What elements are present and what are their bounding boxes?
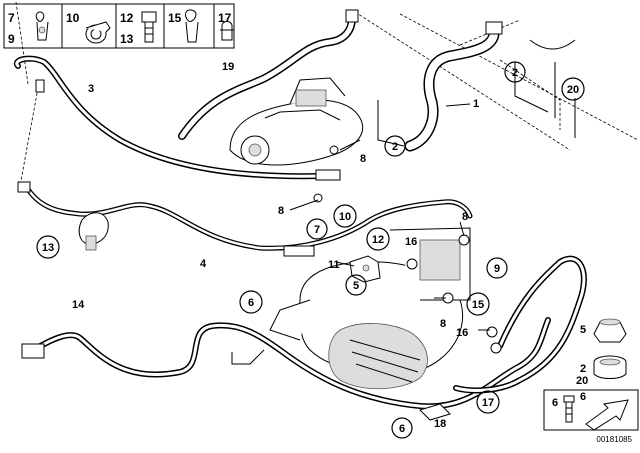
callout-label: 16 bbox=[456, 327, 468, 339]
clamp-ring-icon bbox=[593, 355, 627, 379]
pressure-switch bbox=[78, 212, 109, 251]
callout-label: 10 bbox=[339, 211, 351, 223]
callout-circle bbox=[345, 274, 367, 296]
callout-label: 20 bbox=[567, 84, 579, 96]
clip-icon bbox=[35, 11, 49, 41]
callout-label: 8 bbox=[278, 205, 284, 217]
callout-label: 5 bbox=[353, 280, 359, 292]
legend-frame bbox=[3, 3, 235, 49]
callout-circle bbox=[486, 257, 508, 279]
callout-circle bbox=[384, 135, 406, 157]
callout-label: 2 bbox=[512, 67, 518, 79]
callout-circle bbox=[466, 292, 490, 316]
legend-label-bottom: 9 bbox=[8, 32, 15, 46]
callout-circle bbox=[561, 77, 585, 101]
callout-circle bbox=[333, 204, 357, 228]
circled-callouts: 2 20 2 7 10 12 13 9 5 15 6 17 6 bbox=[36, 61, 585, 439]
screw-panel-frame bbox=[543, 389, 639, 431]
screw-icon bbox=[563, 395, 575, 423]
callout-label: 6 bbox=[248, 297, 254, 309]
callout-label: 19 bbox=[222, 61, 234, 73]
clip-icon bbox=[185, 9, 199, 43]
callout-label: 11 bbox=[328, 259, 340, 271]
legend-label-top: 12 bbox=[120, 11, 134, 25]
callout-label: 15 bbox=[472, 299, 484, 311]
callout-label: 6 bbox=[580, 391, 586, 403]
callout-label: 2 bbox=[580, 363, 586, 375]
arrow-icon bbox=[585, 399, 629, 431]
screw-label: 6 bbox=[552, 397, 558, 409]
callout-label: 5 bbox=[580, 324, 586, 336]
legend-label-top: 10 bbox=[66, 11, 80, 25]
callout-label: 12 bbox=[372, 234, 384, 246]
callout-label: 1 bbox=[473, 98, 479, 110]
callout-label: 14 bbox=[72, 299, 85, 311]
callout-label: 2 bbox=[392, 141, 398, 153]
hose-fitting bbox=[345, 9, 359, 23]
side-panel-parts bbox=[593, 318, 627, 379]
callout-label: 13 bbox=[42, 242, 54, 254]
leader-lines bbox=[289, 100, 490, 331]
callout-label: 6 bbox=[399, 423, 405, 435]
clamp-icon bbox=[220, 21, 234, 41]
legend-label-top: 15 bbox=[168, 11, 182, 25]
screw-panel: 6 bbox=[543, 389, 639, 431]
callout-label: 8 bbox=[440, 318, 446, 330]
callout-circle bbox=[504, 61, 526, 83]
legend-label-bottom: 13 bbox=[120, 32, 134, 46]
callout-circle bbox=[391, 417, 413, 439]
nut-icon bbox=[593, 318, 627, 343]
legend-strip: 7 9 10 12 13 15 17 bbox=[3, 3, 235, 49]
callout-label: 9 bbox=[494, 263, 500, 275]
hoses bbox=[13, 9, 587, 410]
callout-label: 17 bbox=[482, 397, 494, 409]
callout-label: 7 bbox=[314, 224, 320, 236]
callout-label: 16 bbox=[405, 236, 417, 248]
callout-circle bbox=[36, 235, 60, 259]
callout-circle bbox=[366, 227, 390, 251]
line-fitting bbox=[315, 169, 341, 181]
document-number: 00181085 bbox=[596, 435, 632, 444]
hose-clamp-icon bbox=[85, 21, 111, 44]
legend-label-top: 7 bbox=[8, 11, 15, 25]
callout-circle bbox=[476, 390, 500, 414]
callout-label: 18 bbox=[434, 418, 446, 430]
callout-circle bbox=[239, 290, 263, 314]
callout-label: 20 bbox=[576, 375, 588, 387]
return-line bbox=[453, 255, 587, 394]
callout-label: 8 bbox=[360, 153, 366, 165]
bolt-icon bbox=[141, 11, 157, 43]
callout-label: 4 bbox=[200, 258, 207, 270]
steering-gear bbox=[269, 227, 471, 390]
plain-callouts: 19 3 8 8 11 4 14 8 16 16 18 6 1 5 2 20 8 bbox=[72, 61, 588, 430]
callout-circle bbox=[306, 218, 328, 240]
callout-label: 8 bbox=[462, 211, 468, 223]
power-steering-pump bbox=[229, 77, 364, 166]
callout-label: 3 bbox=[88, 83, 94, 95]
